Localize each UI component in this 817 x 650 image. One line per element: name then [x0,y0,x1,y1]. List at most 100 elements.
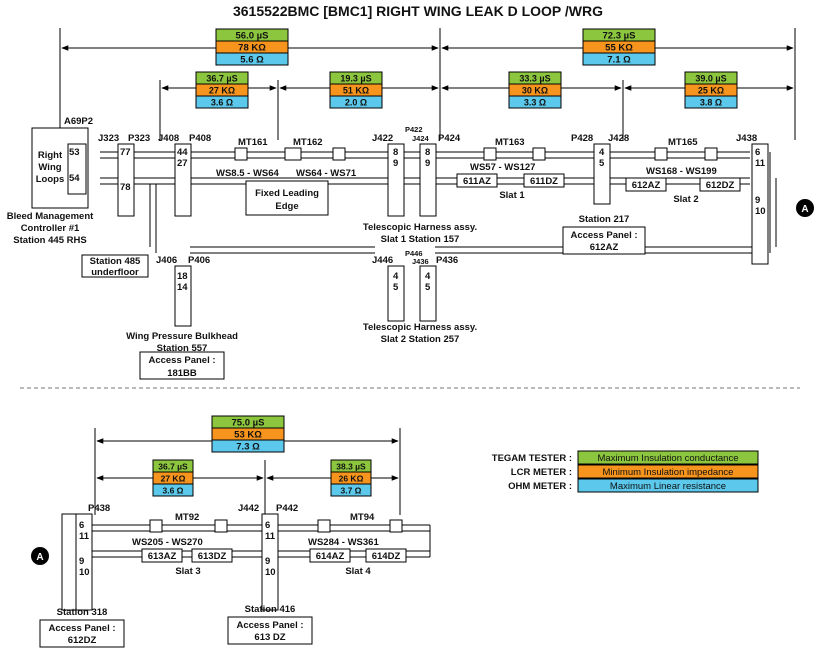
splice-mt161 [234,147,248,161]
impedance-value: 26 KΩ [339,474,364,484]
label-ws205: WS205 - WS270 [132,537,203,548]
pin-6: 6 [755,147,760,158]
label-ap3: Access Panel : [48,623,115,634]
label-p424: P424 [438,133,461,144]
label-p428: P428 [571,133,593,144]
impedance-value: 55 KΩ [605,43,633,54]
pin-5: 5 [393,282,399,293]
measure-box-3: 36.7 µS 27 KΩ 3.6 Ω [195,71,249,109]
zone-613az-box [141,548,183,563]
pin-18: 18 [177,271,188,282]
legend-swatch-orange [577,464,759,479]
label-p323: P323 [128,133,150,144]
access-panel-box [562,226,646,255]
pin-77: 77 [120,147,131,158]
splice-mt92a [149,519,163,533]
access-panel-box [139,351,225,380]
conductance-value: 19.3 µS [340,74,371,84]
connector-p436 [419,265,437,322]
label-st217: Station 217 [579,214,630,225]
label-j406: J406 [156,255,177,266]
pin-10: 10 [79,567,90,578]
resistance-value: 3.6 Ω [211,98,233,108]
measure-box-1: 56.0 µS 78 KΩ 5.6 Ω [215,28,289,66]
impedance-value: 53 KΩ [234,430,262,441]
zone-614az-box [309,548,351,563]
resistance-value: 3.6 Ω [163,486,184,496]
splice-mt92b [214,519,228,533]
label-p406: P406 [188,255,210,266]
impedance-value: 27 KΩ [209,86,235,96]
connector-j442 [261,513,279,611]
splice-mt162b [332,147,346,161]
pin-9: 9 [425,158,430,169]
fixed-edge-box [245,180,329,216]
label-mt162: MT162 [293,137,323,148]
label-st416: Station 416 [245,604,296,615]
label-st485a: Station 485 [90,256,141,267]
pin-10: 10 [755,206,766,217]
impedance-value: 78 KΩ [238,43,266,54]
label-tel2b: Slat 2 Station 257 [381,334,460,345]
access-panel-box [39,619,125,648]
measure-box-4: 19.3 µS 51 KΩ 2.0 Ω [329,71,383,109]
pin-9: 9 [265,556,270,567]
impedance-value: 25 KΩ [698,86,724,96]
splice-mt163b [532,147,546,161]
pin-11: 11 [265,531,276,542]
splice-mt165a [654,147,668,161]
label-mt165: MT165 [668,137,698,148]
connector-j408 [174,143,192,217]
station-485-box [81,254,149,278]
measure-box-6: 39.0 µS 25 KΩ 3.8 Ω [684,71,738,109]
label-ap3v: 612DZ [68,635,97,646]
pin-9: 9 [79,556,84,567]
legend-label-tegam: TEGAM TESTER : [492,453,572,464]
connector-j428 [593,143,611,205]
splice-mt165b [704,147,718,161]
legend-swatch-green [577,450,759,465]
label-614az: 614AZ [316,551,345,562]
label-612az: 612AZ [632,180,661,191]
pin-4: 4 [599,147,605,158]
label-mt94: MT94 [350,512,375,523]
measure-box-9: 38.3 µS 26 KΩ 3.7 Ω [330,459,372,497]
connector-p424 [419,143,437,217]
label-j422: J422 [372,133,393,144]
conductance-value: 36.7 µS [158,462,188,472]
measure-box-8: 36.7 µS 27 KΩ 3.6 Ω [152,459,194,497]
label-p438: P438 [88,503,110,514]
label-tel2a: Telescopic Harness assy. [363,322,477,333]
impedance-value: 30 KΩ [522,86,548,96]
label-bmc2: Controller #1 [21,223,80,234]
pin-5: 5 [599,158,605,169]
pin-8: 8 [425,147,430,158]
label-611dz: 611DZ [530,176,558,187]
label-p422: P422 [405,125,423,134]
pin-9: 9 [755,195,760,206]
pin-5: 5 [425,282,431,293]
diagram-title: 3615522BMC [BMC1] RIGHT WING LEAK D LOOP… [233,3,603,19]
impedance-value: 51 KΩ [343,86,369,96]
pin-8: 8 [393,147,398,158]
impedance-value: 27 KΩ [161,474,186,484]
label-ap2v: 181BB [167,368,197,379]
label-wpb2: Station 557 [157,343,208,354]
label-fle1: Fixed Leading [255,188,319,199]
resistance-value: 3.7 Ω [341,486,362,496]
label-j436: J436 [412,257,429,266]
off-page-label: A [801,204,808,215]
connector-j422 [387,143,405,217]
pin-9: 9 [393,158,398,169]
pin-4: 4 [393,271,399,282]
label-slat2: Slat 2 [673,194,698,205]
label-mt163: MT163 [495,137,525,148]
conductance-value: 39.0 µS [695,74,726,84]
label-st318: Station 318 [57,607,108,618]
label-tel1b: Slat 1 Station 157 [381,234,460,245]
label-slat1: Slat 1 [499,190,525,201]
label-mt92: MT92 [175,512,199,523]
label-bmc3: Station 445 RHS [13,235,86,246]
label-j424: J424 [412,134,430,143]
